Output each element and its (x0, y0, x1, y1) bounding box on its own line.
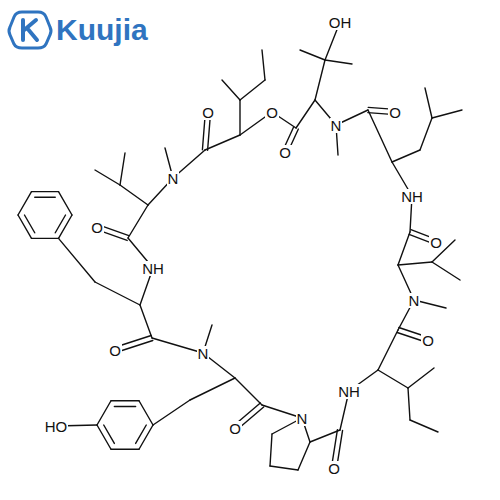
bond-line (408, 368, 434, 388)
bond-line (325, 60, 352, 64)
atom-label: O (90, 220, 104, 235)
atom-label: O (429, 235, 443, 250)
bond-line (262, 50, 265, 80)
bond-line (35, 197, 56, 198)
bond-line (24, 215, 34, 233)
bond-line (59, 238, 96, 282)
bond-line (114, 406, 135, 407)
bond-line (300, 50, 325, 60)
bond-line (95, 282, 140, 305)
bond-line (315, 60, 325, 100)
bond-line (392, 150, 420, 162)
bond-group (18, 22, 462, 470)
atom-label: NH (337, 384, 361, 399)
bond-line (190, 378, 235, 400)
atom-label: O (327, 461, 341, 476)
bond-line (270, 434, 272, 466)
bond-line (235, 378, 262, 405)
atom-label: NH (141, 261, 165, 276)
atom-label: O (421, 333, 435, 348)
bond-line (398, 232, 410, 265)
bond-line (128, 205, 148, 238)
bond-line (139, 401, 153, 425)
bond-line (239, 100, 240, 135)
atom-label: N (296, 411, 309, 426)
bond-line (97, 425, 111, 449)
watermark-text: Kuujia (56, 14, 148, 46)
bond-line (432, 262, 460, 280)
bond-line (270, 466, 298, 470)
bond-line (153, 400, 190, 425)
bond-line (120, 153, 125, 185)
logo-icon (9, 12, 51, 48)
bond-line (222, 80, 240, 100)
bond-line (378, 370, 408, 388)
atom-label: O (228, 421, 242, 436)
atom-label: O (265, 105, 279, 120)
bond-line (59, 192, 73, 215)
atom-label: HO (44, 419, 69, 434)
atom-label: O (388, 105, 402, 120)
bond-line (104, 425, 115, 443)
bond-line (59, 215, 73, 238)
bond-line (18, 192, 32, 215)
atom-label: N (167, 171, 180, 186)
bond-line (296, 100, 315, 128)
atom-label: N (408, 293, 421, 308)
bond-line (111, 400, 139, 401)
bond-line (18, 215, 32, 238)
bond-line (111, 449, 139, 450)
bond-line (398, 262, 432, 265)
atom-label: N (330, 118, 343, 133)
bond-line (152, 338, 203, 353)
bond-line (55, 215, 65, 233)
bond-line (32, 238, 59, 239)
bond-line (136, 425, 147, 443)
bond-line (97, 401, 111, 425)
bond-line (408, 388, 410, 420)
bond-line (120, 185, 148, 205)
bond-line (95, 170, 120, 185)
bond-line (420, 118, 432, 150)
atom-label: O (278, 145, 292, 160)
bond-line (205, 135, 240, 150)
bond-line (410, 420, 438, 432)
bond-line (32, 191, 59, 192)
atom-label: N (197, 346, 210, 361)
atom-label: NH (400, 189, 424, 204)
bond-line (139, 425, 153, 449)
bond-line (140, 305, 152, 338)
bond-line (378, 330, 398, 370)
bond-line (240, 80, 265, 100)
atom-label: O (201, 105, 215, 120)
bond-line (432, 110, 462, 118)
atom-label: O (108, 343, 122, 358)
bond-line (425, 88, 432, 118)
bond-line (298, 442, 310, 470)
atom-label: OH (328, 15, 353, 30)
